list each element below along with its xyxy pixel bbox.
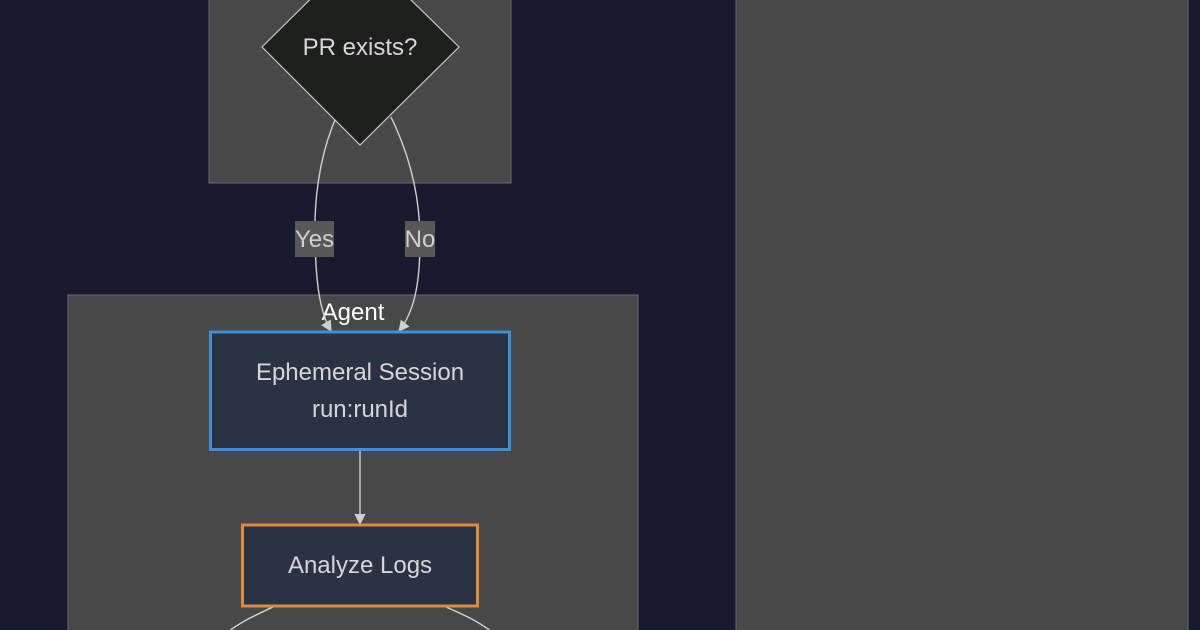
- edge-label-yes: Yes: [295, 221, 334, 257]
- edge-analyze-out-right: [445, 606, 491, 630]
- right-cluster: [735, 0, 1189, 630]
- session-label-line2: run:runId: [312, 396, 408, 423]
- analyze-box: [241, 523, 479, 608]
- edge-analyze-out-left: [229, 606, 274, 630]
- decision-diamond: [261, 0, 460, 146]
- edge-label-no: No: [405, 221, 436, 257]
- agent-cluster-title: Agent: [322, 299, 385, 326]
- analyze-node[interactable]: Analyze Logs: [241, 523, 479, 608]
- session-label-line1: Ephemeral Session: [256, 359, 464, 386]
- svg-text:Yes: Yes: [295, 226, 334, 253]
- session-box: [209, 330, 511, 451]
- session-node[interactable]: Ephemeral Session run:runId: [209, 330, 511, 451]
- decision-label: PR exists?: [303, 34, 418, 61]
- analyze-label: Analyze Logs: [288, 552, 432, 579]
- svg-text:No: No: [405, 226, 436, 253]
- decision-node[interactable]: PR exists?: [261, 0, 460, 146]
